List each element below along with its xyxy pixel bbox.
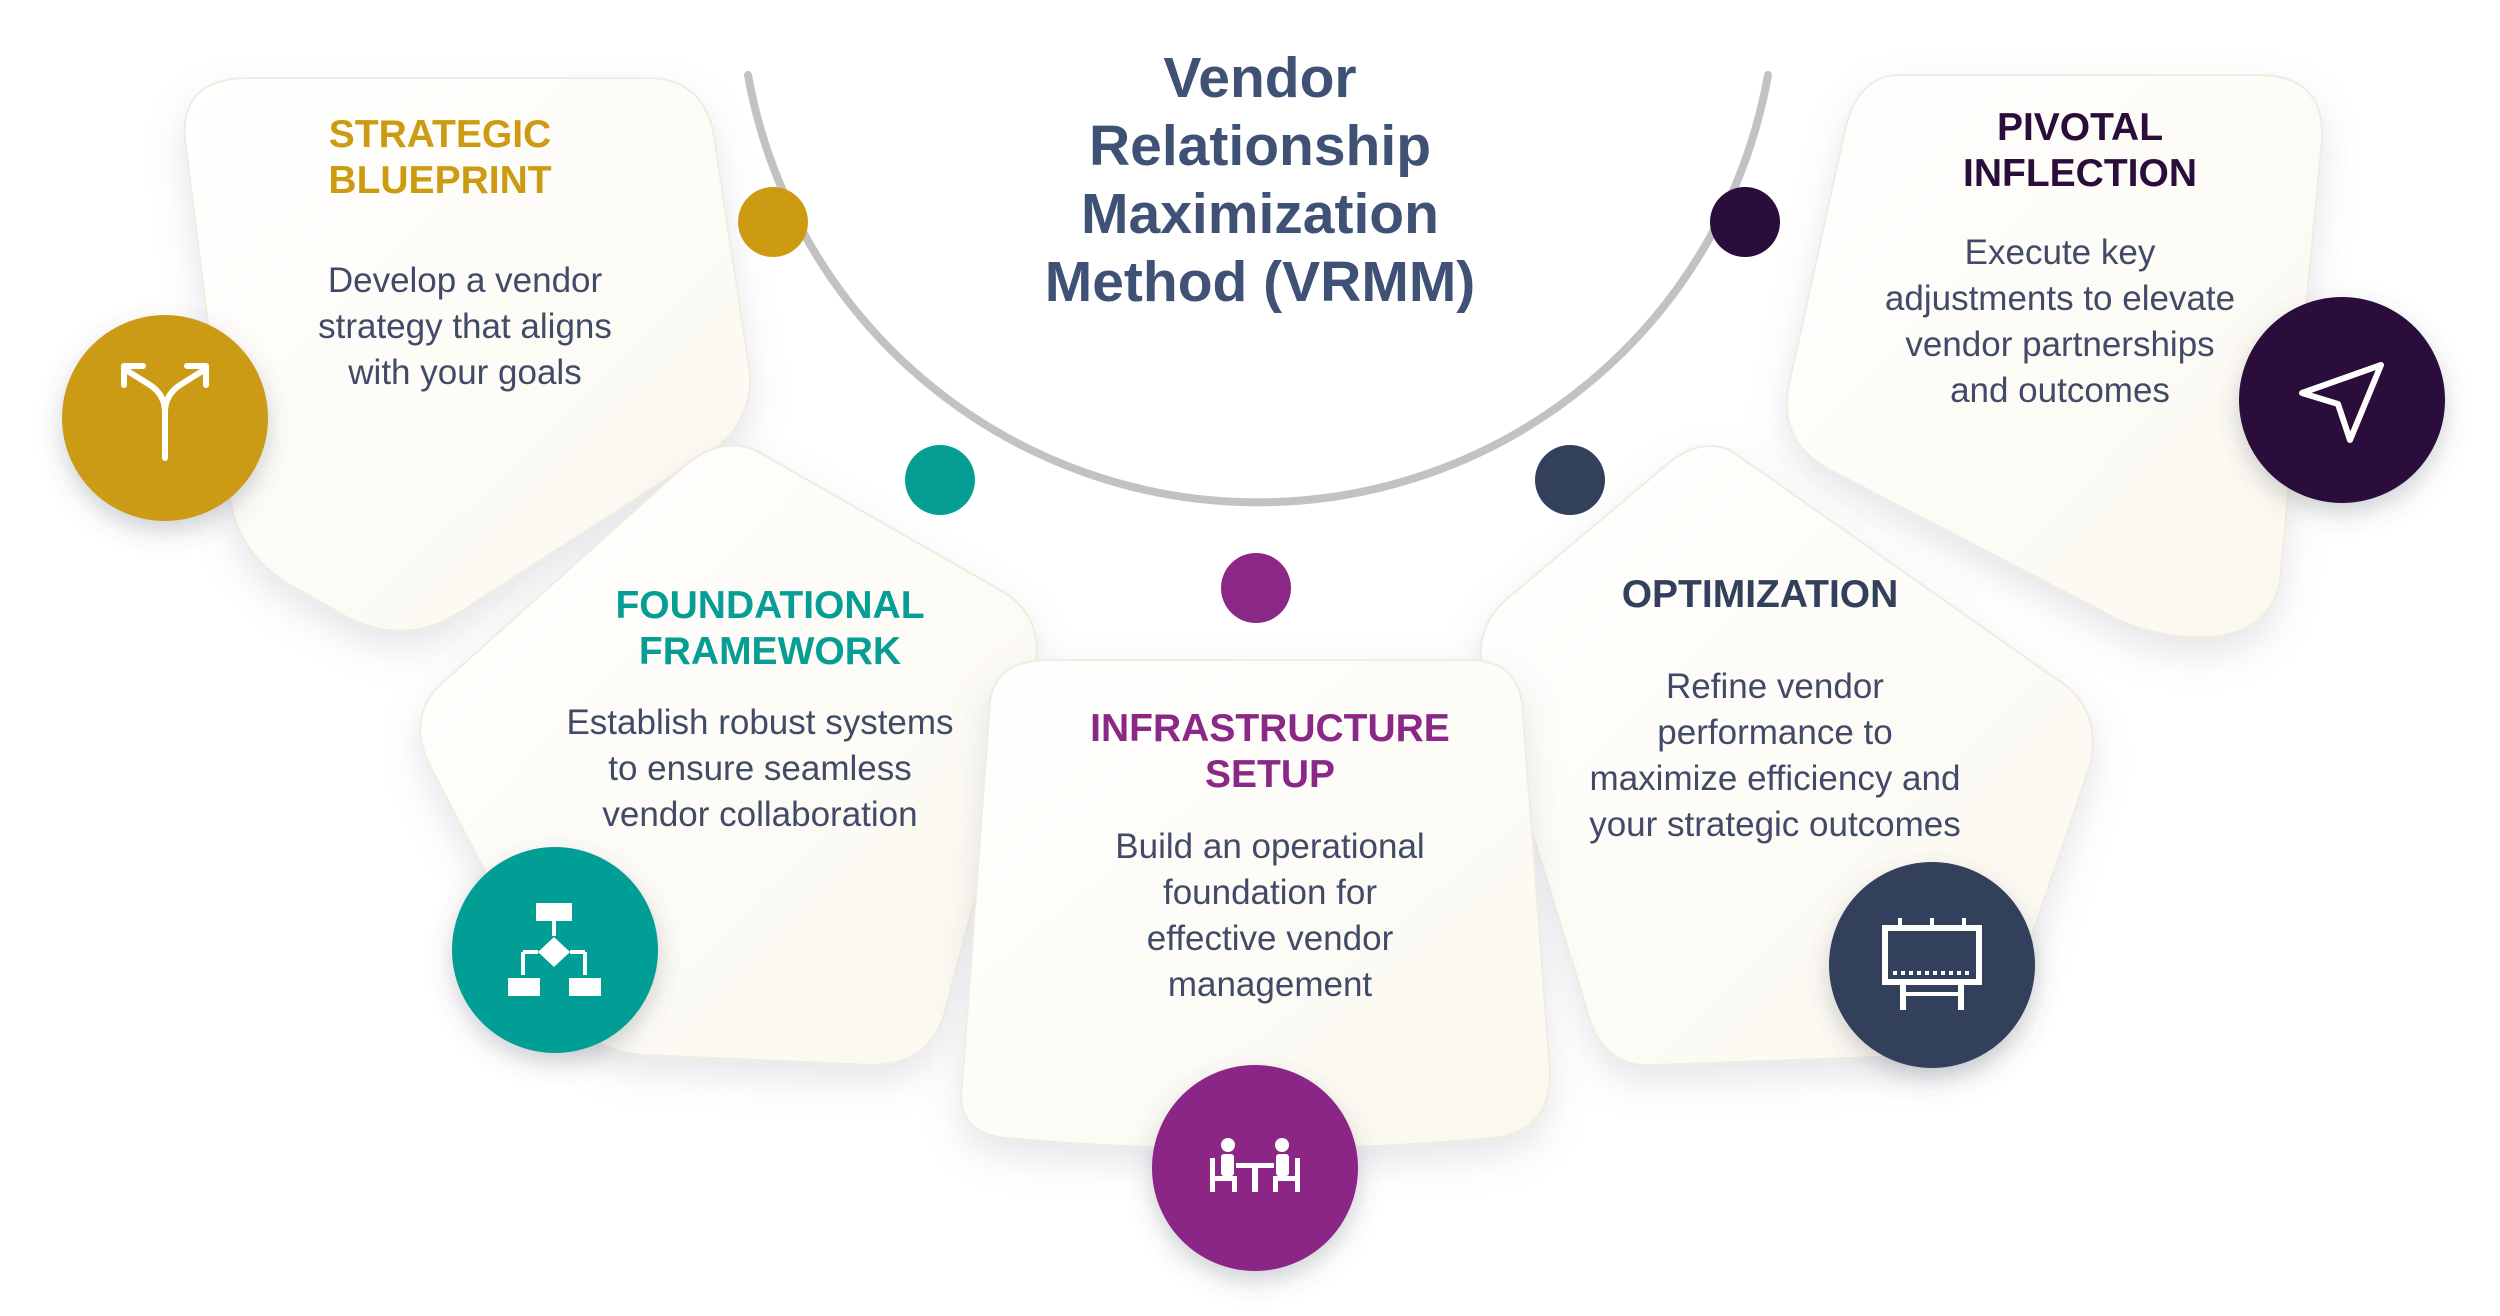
description-line: management [1167, 965, 1373, 1004]
description-line: strategy that aligns [318, 307, 612, 346]
connector-arc [744, 71, 1772, 507]
heading-line: FOUNDATIONAL [615, 584, 925, 627]
heading-line: BLUEPRINT [328, 159, 552, 202]
heading-line: PIVOTAL [1996, 106, 2164, 149]
badge-optimization [1829, 862, 2035, 1068]
branching-arrows-icon [121, 363, 209, 461]
heading-infrastructure-setup: INFRASTRUCTURE SETUP [1060, 706, 1480, 798]
heading-pivotal-inflection: PIVOTAL INFLECTION [1880, 105, 2280, 197]
arc-node-strategic-blueprint [738, 187, 808, 257]
description-line: effective vendor [1146, 919, 1394, 958]
description-line: and outcomes [1950, 371, 2170, 410]
description-line: vendor partnerships [1905, 325, 2215, 364]
arc-node-foundational-framework [905, 445, 975, 515]
description-line: Establish robust systems [566, 703, 954, 742]
heading-line: OPTIMIZATION [1621, 573, 1899, 616]
arc-node-infrastructure-setup [1221, 553, 1291, 623]
card-pivotal-inflection [1785, 74, 2324, 639]
description-optimization: Refine vendor performance to maximize ef… [1535, 664, 2015, 848]
heading-line: SETUP [1204, 753, 1336, 796]
description-line: with your goals [348, 353, 582, 392]
heading-line: INFLECTION [1963, 152, 2197, 195]
arc-node-optimization [1535, 445, 1605, 515]
heading-strategic-blueprint: STRATEGIC BLUEPRINT [240, 112, 640, 204]
description-pivotal-inflection: Execute key adjustments to elevate vendo… [1835, 230, 2285, 414]
description-foundational-framework: Establish robust systems to ensure seaml… [530, 700, 990, 838]
billboard-icon [1882, 918, 1982, 1010]
flowchart-icon [508, 903, 601, 996]
description-line: adjustments to elevate [1884, 279, 2236, 318]
navigation-arrow-icon [2299, 362, 2384, 443]
heading-line: INFRASTRUCTURE [1090, 707, 1450, 750]
description-line: Refine vendor [1666, 667, 1884, 706]
description-infrastructure-setup: Build an operational foundation for effe… [1050, 824, 1490, 1008]
heading-line: STRATEGIC [328, 113, 552, 156]
description-line: vendor collaboration [602, 795, 918, 834]
description-line: maximize efficiency and [1589, 759, 1961, 798]
description-line: foundation for [1162, 873, 1378, 912]
badge-infrastructure-setup [1152, 1065, 1358, 1271]
description-line: Build an operational [1115, 827, 1425, 866]
description-line: performance to [1657, 713, 1893, 752]
heading-line: FRAMEWORK [638, 630, 902, 673]
heading-foundational-framework: FOUNDATIONAL FRAMEWORK [570, 583, 970, 675]
description-line: Execute key [1964, 233, 2156, 272]
badge-foundational-framework [452, 847, 658, 1053]
arc-node-pivotal-inflection [1710, 187, 1780, 257]
heading-optimization: OPTIMIZATION [1560, 572, 1960, 618]
card-strategic-blueprint [183, 77, 752, 632]
badge-strategic-blueprint [62, 315, 268, 521]
description-line: your strategic outcomes [1589, 805, 1961, 844]
description-strategic-blueprint: Develop a vendor strategy that aligns wi… [255, 258, 675, 396]
page-title: Vendor Relationship Maximization Method … [1044, 46, 1476, 314]
meeting-table-icon [1210, 1138, 1300, 1192]
description-line: to ensure seamless [608, 749, 912, 788]
description-line: Develop a vendor [327, 261, 603, 300]
badge-pivotal-inflection [2239, 297, 2445, 503]
